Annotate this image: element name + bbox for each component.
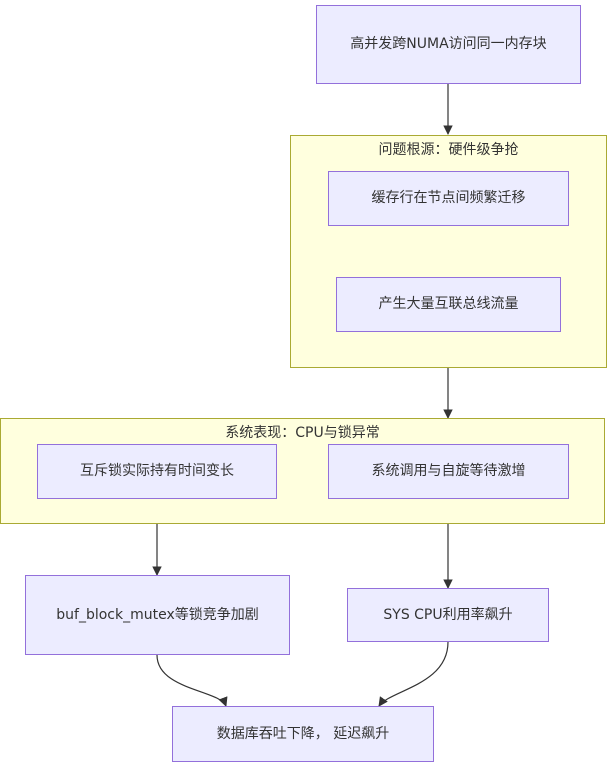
node-mutex-hold: 互斥锁实际持有时间变长 <box>37 444 277 499</box>
node-result: 数据库吞吐下降， 延迟飙升 <box>172 706 434 762</box>
node-cache-line-label: 缓存行在节点间频繁迁移 <box>371 190 526 206</box>
cluster-root-cause-title: 问题根源：硬件级争抢 <box>378 142 519 158</box>
node-mutex-hold-label: 互斥锁实际持有时间变长 <box>80 463 234 479</box>
node-start-label: 高并发跨NUMA访问同一内存块 <box>350 36 547 52</box>
node-cache-line: 缓存行在节点间频繁迁移 <box>328 171 569 226</box>
node-buf-block: buf_block_mutex等锁竞争加剧 <box>25 575 290 655</box>
cluster-root-cause: 问题根源：硬件级争抢 <box>290 135 607 368</box>
node-sys-cpu-label: SYS CPU利用率飙升 <box>383 606 513 623</box>
cluster-symptom-title: 系统表现：CPU与锁异常 <box>225 425 380 441</box>
node-result-label: 数据库吞吐下降， 延迟飙升 <box>216 725 390 742</box>
node-syscall-wait: 系统调用与自旋等待激增 <box>328 444 569 499</box>
edge-sys-cpu-to-result <box>378 641 449 707</box>
node-start: 高并发跨NUMA访问同一内存块 <box>316 5 581 84</box>
edge-buf-block-to-result <box>156 654 228 707</box>
node-buf-block-label: buf_block_mutex等锁竞争加剧 <box>56 606 259 623</box>
node-syscall-wait-label: 系统调用与自旋等待激增 <box>371 463 526 479</box>
node-sys-cpu: SYS CPU利用率飙升 <box>347 588 549 642</box>
node-interconnect: 产生大量互联总线流量 <box>336 277 561 332</box>
node-interconnect-label: 产生大量互联总线流量 <box>378 296 519 312</box>
